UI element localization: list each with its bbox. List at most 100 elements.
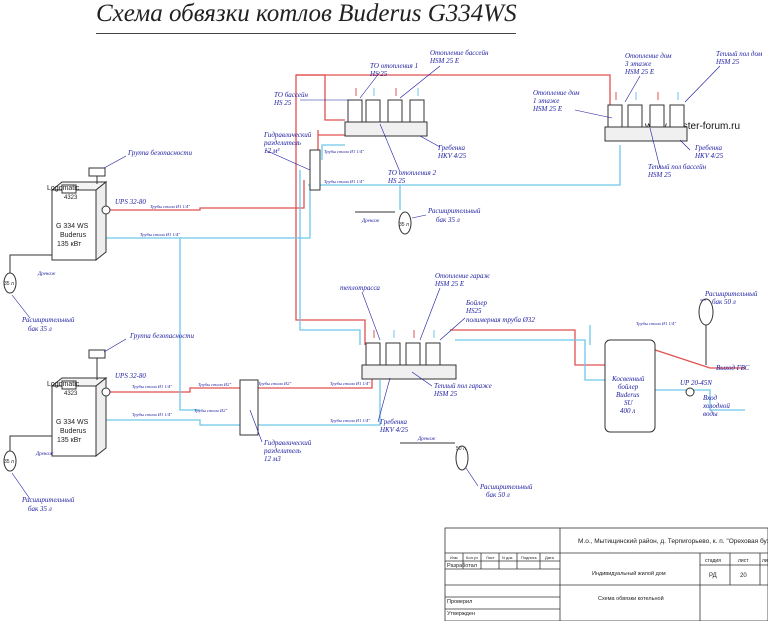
pipe-size-label: Трубы стали Ø1 1/4" [330, 381, 370, 386]
manifold-3-model: HKV 4/25 [379, 426, 409, 434]
boiler-2-pump-label: UPS 32-80 [115, 372, 146, 380]
pipe-size-label: Трубы стали Ø2" [194, 408, 227, 413]
drain-2-label: Дренаж [35, 452, 54, 457]
drain-1-label: Дренаж [37, 272, 56, 277]
expansion-tank-left-1-volume-label: бак 35 л [28, 325, 52, 333]
hydraulic-separator-top-volume: 12 м³ [264, 147, 280, 155]
scheme-name: Схема обвязки котельной [598, 595, 664, 602]
expansion-tank-top-label: Расширительный [427, 207, 481, 215]
home-3-floor-model: HSM 25 E [624, 68, 655, 76]
stage-header: стадия [705, 558, 721, 564]
manifold-2 [604, 92, 688, 142]
indirect-boiler-sub: бойлер [618, 383, 639, 391]
expansion-tank-left-2-volume: 35 л [4, 459, 14, 465]
manifold-1-label: Гребенка [437, 144, 466, 152]
hydraulic-separator-top-sub: разделитель [263, 139, 301, 147]
warm-floor-pool-model: HSM 25 [647, 171, 672, 179]
boiler-1-brand: Buderus [60, 232, 87, 239]
col-header: Подпись [521, 555, 537, 560]
expansion-tank-right-label: Расширительный [704, 290, 758, 298]
pipe-size-label: Трубы стали Ø2" [198, 382, 231, 387]
boiler-2-name: G 334 WS [56, 419, 89, 426]
boiler-2-brand: Buderus [60, 428, 87, 435]
dhw-pump [685, 387, 695, 397]
home-1-floor-sub: 1 этаже [533, 97, 559, 105]
indirect-boiler-label: Косвенный [611, 375, 645, 383]
pool-heating-label: Отопление бассейн [430, 49, 489, 57]
boiler-2 [50, 376, 108, 458]
home-3-floor-label: Отопление дом [625, 52, 672, 60]
boiler-2-controller: 4323 [64, 391, 78, 397]
safety-group-2-label: Группа безопасности [129, 332, 194, 340]
return-pipes [96, 144, 745, 426]
title-underline [96, 33, 516, 34]
indirect-boiler [604, 339, 656, 433]
safety-group-2 [88, 349, 106, 359]
expansion-tank-top-volume-label: бак 35 л [436, 216, 460, 224]
pipe-size-label: Трубы стали Ø2" [258, 381, 291, 386]
leader-lines [11, 65, 721, 500]
to-pool-model: HS 25 [273, 99, 292, 107]
dhw-pump-label: UP 20-45N [680, 379, 712, 387]
expansion-tank-left-2-label: Расширительный [21, 496, 75, 504]
approved-by: Утвержден [447, 611, 475, 617]
boiler-1-controller: 4323 [64, 195, 78, 201]
to-pool-label: ТО бассейн [274, 91, 308, 99]
col-header: Дата [545, 555, 555, 560]
hydraulic-separator-bottom-sub: разделитель [263, 447, 301, 455]
manifold-3 [361, 330, 457, 380]
hydraulic-separator-bottom [239, 379, 259, 436]
manifold-3-label: Гребенка [379, 418, 408, 426]
expansion-tank-bottom [455, 445, 469, 471]
dhw-boiler-circuit-model: HS25 [465, 307, 482, 315]
address: М.о., Мытищинский район, д. Терпигорьево… [578, 537, 768, 545]
warm-floor-home-model: HSM 25 [715, 58, 740, 66]
heat-main-label: теплотрасса [340, 284, 380, 292]
expansion-tank-bottom-label: Расширительный [479, 483, 533, 491]
safety-group-1 [88, 167, 106, 177]
hydraulic-separator-bottom-volume: 12 м3 [264, 455, 281, 463]
pipe-size-label: Трубы стали Ø1 1/4" [140, 232, 180, 237]
expansion-tank-left-1-volume: 35 л [4, 281, 14, 287]
cold-water-inlet-label: Вход [703, 394, 718, 402]
manifold-2-model: HKV 4/25 [694, 152, 724, 160]
manifold-1 [344, 88, 428, 137]
supply-pipes [96, 74, 745, 393]
expansion-tank-left-2-volume-label: бак 35 л [28, 505, 52, 513]
pipe-size-label: Трубы стали Ø1 1/4" [150, 204, 190, 209]
expansion-tank-top-volume: 35 л [399, 222, 409, 228]
sheet-header: лист [738, 558, 749, 564]
boiler-2-pump [101, 387, 111, 397]
hydraulic-separator-top-label: Гидравлический [263, 131, 312, 139]
pipe-size-label: Трубы стали Ø1 1/4" [324, 149, 364, 154]
warm-floor-garage-label: Теплый пол гараже [434, 382, 492, 390]
expansion-tank-left-1-label: Расширительный [21, 316, 75, 324]
indirect-boiler-volume: 400 л [620, 407, 635, 415]
title-block [444, 527, 768, 621]
pool-heating-model: HSM 25 E [429, 57, 460, 65]
drain-top-label: Дренаж [361, 219, 380, 224]
boiler-1-pump-label: UPS 32-80 [115, 198, 146, 206]
boiler-1-pump [101, 205, 111, 215]
expansion-tank-bottom-volume-label: бак 50 л [486, 491, 510, 499]
pipe-size-label: Трубы стали Ø1 1/4" [132, 412, 172, 417]
indirect-boiler-brand: Buderus [616, 391, 640, 399]
col-header: N док. [502, 555, 513, 560]
pipe-size-label: Трубы стали Ø1 1/4" [324, 179, 364, 184]
hydraulic-separator-bottom-label: Гидравлический [263, 439, 312, 447]
manifold-1-model: HKV 4/25 [437, 152, 467, 160]
polymer-pipe-label: полимерная труба Ø32 [466, 316, 535, 324]
home-3-floor-sub: 3 этаже [624, 60, 651, 68]
boiler-1-name: G 334 WS [56, 223, 89, 230]
expansion-tank-bottom-volume: 50 л [456, 446, 466, 452]
warm-floor-garage-model: HSM 25 [433, 390, 458, 398]
boiler-1-power: 135 кВт [57, 241, 82, 248]
expansion-tank-right [698, 298, 714, 326]
indirect-boiler-model: SU [624, 399, 634, 407]
warm-floor-pool-label: Теплый пол бассейн [648, 163, 707, 171]
to-heat-2-label: ТО отопления 2 [388, 169, 437, 177]
manifold-2-label: Гребенка [694, 144, 723, 152]
hydraulic-separator-top [309, 149, 321, 191]
pipe-size-label: Трубы стали Ø1 1/4" [330, 418, 370, 423]
